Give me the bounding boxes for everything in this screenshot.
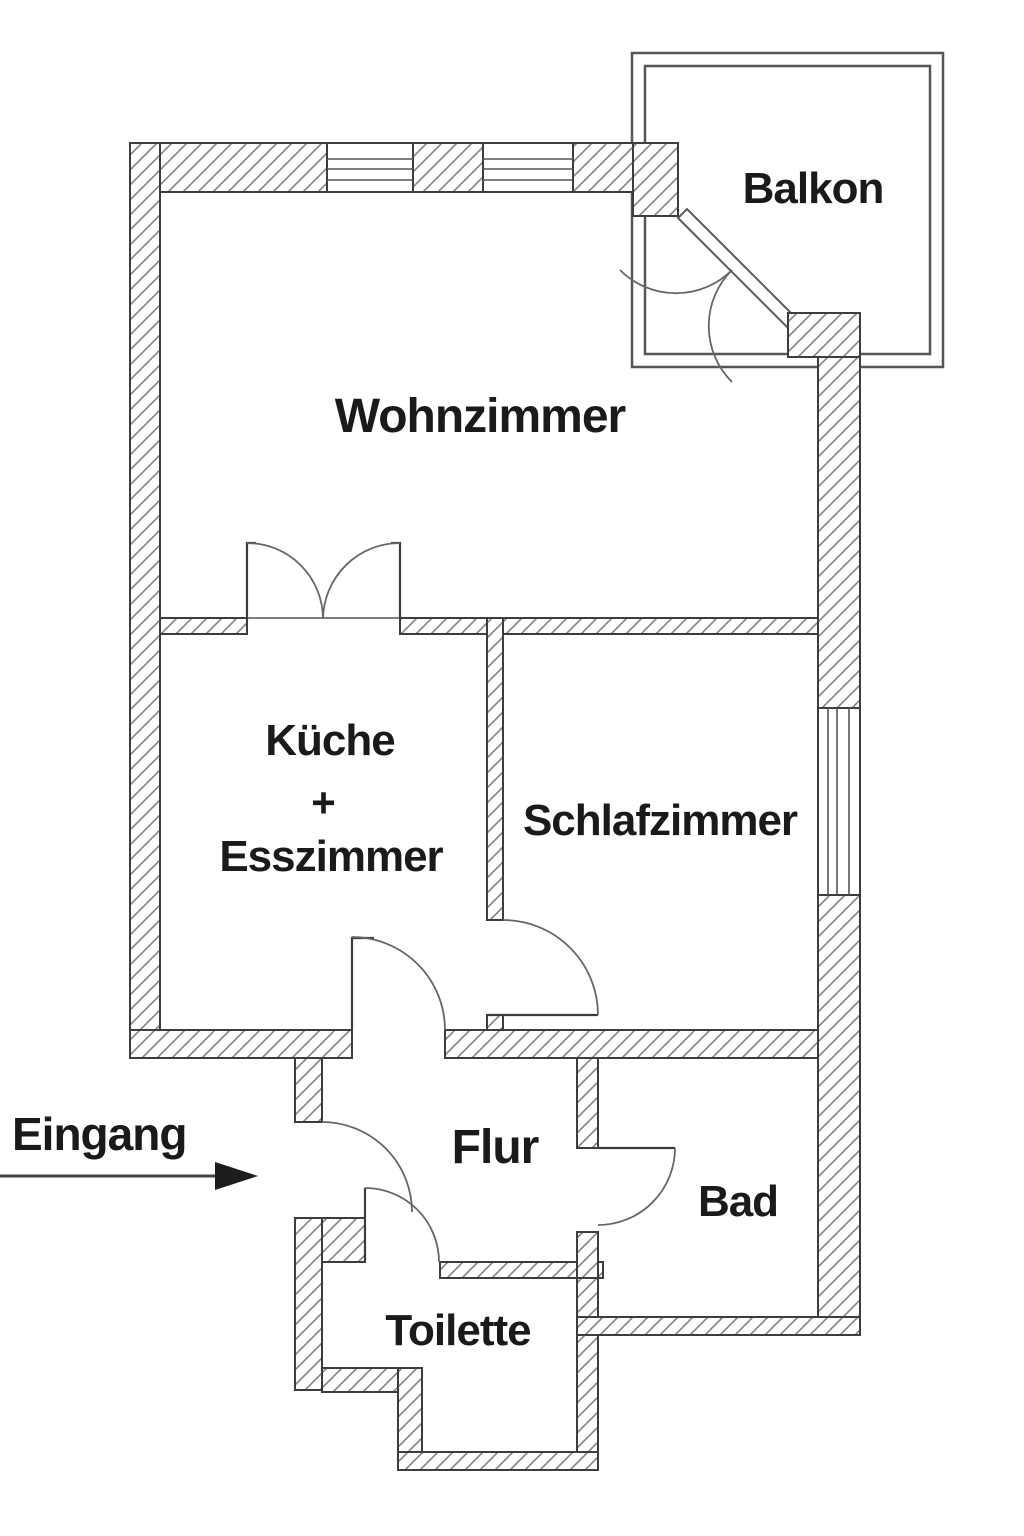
window-right-wall: [817, 707, 861, 896]
wall-segment: [129, 1029, 353, 1059]
room-label-schlafzimmer: Schlafzimmer: [523, 796, 798, 845]
wall-segment: [399, 617, 819, 635]
wall-segment: [576, 1057, 599, 1149]
room-labels: Balkon Wohnzimmer Küche + Esszimmer Schl…: [12, 164, 884, 1355]
toilette-door: [363, 1187, 440, 1263]
wall-segment: [159, 617, 248, 635]
balcony-door-right-arc: [707, 269, 733, 383]
room-label-bad: Bad: [698, 1177, 778, 1226]
room-label-flur: Flur: [452, 1121, 539, 1174]
wall-segment: [632, 142, 679, 217]
wall-segment: [787, 312, 861, 358]
bad-door: [597, 1146, 676, 1226]
doors: [245, 541, 676, 1263]
room-label-wohnzimmer: Wohnzimmer: [335, 390, 626, 443]
entrance-arrow: [0, 1162, 258, 1190]
wall-segment: [294, 1057, 323, 1123]
wall-segment: [321, 1217, 366, 1263]
wall-segment: [817, 894, 861, 1336]
double-door-wohnzimmer: [245, 541, 402, 620]
windows: [326, 142, 861, 896]
room-label-balkon: Balkon: [743, 164, 884, 213]
walls: [129, 142, 861, 1471]
wall-segment: [412, 142, 484, 193]
wall-segment: [129, 142, 161, 1059]
arrow-head-icon: [215, 1162, 258, 1190]
schlafzimmer-door: [487, 919, 599, 1017]
window-top-right: [482, 142, 574, 193]
wall-segment: [397, 1451, 599, 1471]
room-label-plus: +: [311, 779, 335, 826]
wall-segment: [444, 1029, 821, 1059]
entrance-label: Eingang: [12, 1108, 186, 1160]
balcony-door: [619, 207, 801, 383]
window-top-left: [326, 142, 414, 193]
room-label-kueche: Küche: [265, 716, 394, 765]
wall-segment: [576, 1231, 599, 1279]
wall-segment: [817, 356, 861, 709]
wall-segment: [486, 617, 504, 921]
balcony-door-left-arc: [619, 269, 733, 295]
kueche-door: [350, 936, 446, 1031]
room-label-esszimmer: Esszimmer: [219, 832, 443, 881]
wall-segment: [576, 1277, 599, 1471]
room-label-toilette: Toilette: [385, 1306, 530, 1355]
wall-segment: [576, 1316, 861, 1336]
entrance-door: [321, 1121, 413, 1213]
wall-segment: [294, 1217, 323, 1391]
wall-segment: [439, 1261, 604, 1279]
